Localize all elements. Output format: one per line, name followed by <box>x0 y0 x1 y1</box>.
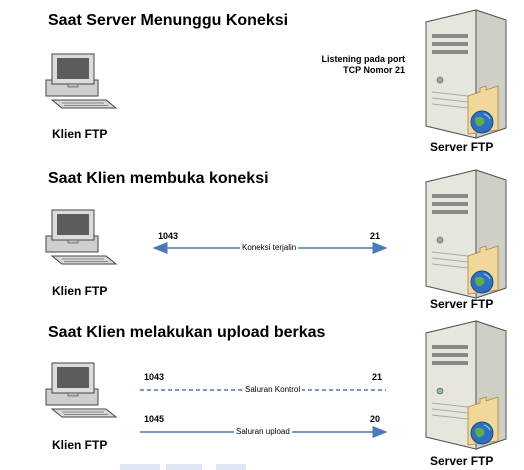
panel-connect: Saat Klien membuka koneksi Klien FTP Ser… <box>0 160 524 320</box>
client-computer-icon <box>45 362 118 418</box>
server-icon <box>425 169 507 299</box>
server-icon <box>425 9 507 139</box>
panel-waiting: Saat Server Menunggu Koneksi Klien FTP S… <box>0 0 524 160</box>
listening-note: Listening pada port TCP Nomor 21 <box>321 54 405 76</box>
client-computer-icon <box>45 53 118 109</box>
client-label: Klien FTP <box>52 438 108 452</box>
control-channel-label: Saluran Kontrol <box>243 385 303 394</box>
panel-title: Saat Klien membuka koneksi <box>48 170 269 187</box>
client-label: Klien FTP <box>52 127 108 141</box>
control-server-port: 21 <box>372 372 383 382</box>
server-label: Server FTP <box>430 297 494 311</box>
panel-upload: Saat Klien melakukan upload berkas Klien… <box>0 315 524 470</box>
client-computer-icon <box>45 209 118 265</box>
data-channel-label: Saluran upload <box>234 427 292 436</box>
control-client-port: 1043 <box>144 372 165 382</box>
connection-label: Koneksi terjalin <box>240 243 299 252</box>
data-server-port: 20 <box>370 414 381 424</box>
server-port: 21 <box>370 231 381 241</box>
server-icon <box>425 320 507 450</box>
data-client-port: 1045 <box>144 414 165 424</box>
note-line-1: Listening pada port <box>321 54 405 64</box>
panel-title: Saat Klien melakukan upload berkas <box>48 324 326 341</box>
connection-arrow <box>152 242 388 254</box>
client-port: 1043 <box>158 231 179 241</box>
server-label: Server FTP <box>430 454 494 468</box>
server-label: Server FTP <box>430 140 494 154</box>
panel-title: Saat Server Menunggu Koneksi <box>48 12 289 29</box>
note-line-2: TCP Nomor 21 <box>343 65 405 75</box>
cutoff-text-artifact <box>120 464 246 470</box>
client-label: Klien FTP <box>52 284 108 298</box>
